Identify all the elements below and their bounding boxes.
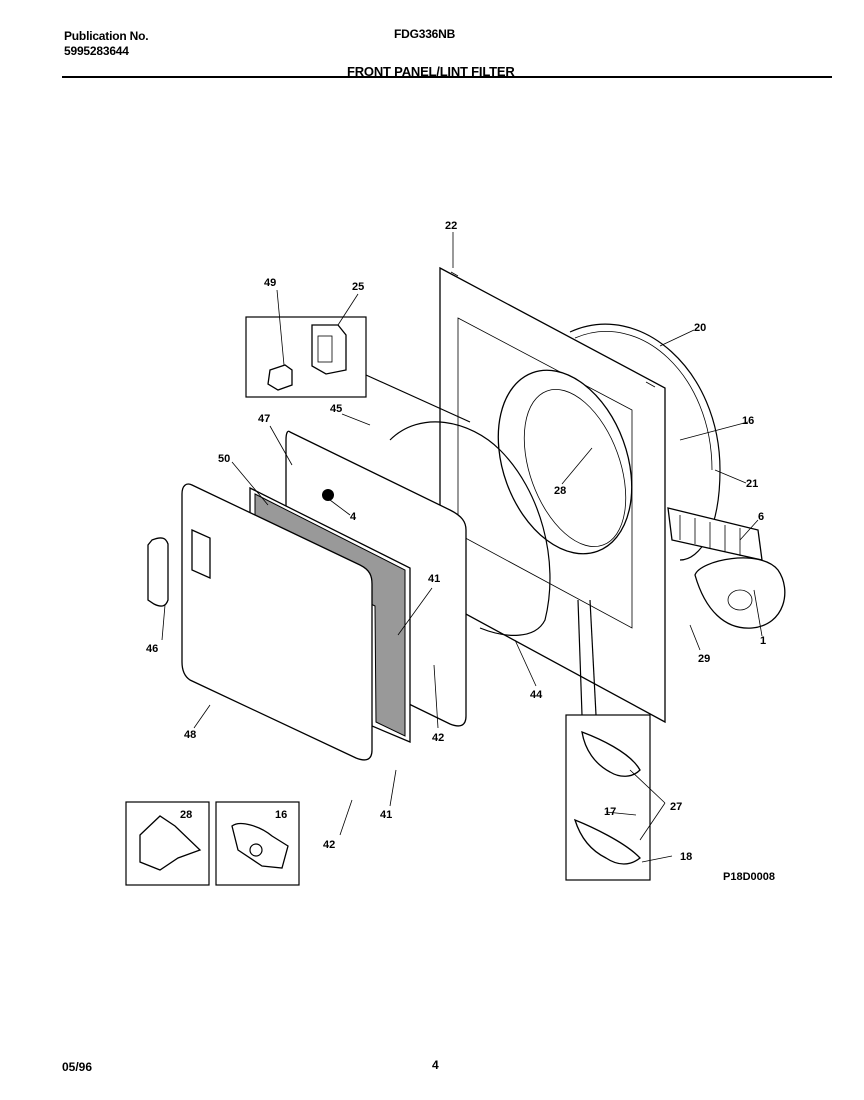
section-title: FRONT PANEL/LINT FILTER — [347, 64, 515, 79]
clip-28-inset — [125, 801, 210, 886]
part-label: 47 — [258, 413, 270, 425]
clip-16-inset — [215, 801, 300, 886]
door-switch-inset — [245, 316, 471, 423]
header-rule — [62, 76, 832, 78]
publication-number: 5995283644 — [64, 44, 129, 58]
part-label: 6 — [758, 511, 764, 523]
part-label: 49 — [264, 277, 276, 289]
lint-duct-part — [667, 507, 786, 629]
publication-label: Publication No. — [64, 29, 149, 43]
part-label: 21 — [746, 478, 758, 490]
model-number: FDG336NB — [394, 27, 456, 41]
part-label: 25 — [352, 281, 364, 293]
part-label: 48 — [184, 729, 196, 741]
part-label: 45 — [330, 403, 342, 415]
part-label: 42 — [432, 732, 444, 744]
part-label: 4 — [350, 511, 357, 523]
door-catch-inset — [565, 599, 651, 881]
door-handle-part — [147, 528, 211, 607]
footer-date: 05/96 — [62, 1060, 93, 1074]
part-label: 17 — [604, 806, 616, 818]
part-label: 46 — [146, 643, 158, 655]
part-label: 16 — [742, 415, 754, 427]
part-label: 1 — [760, 635, 766, 647]
part-label: 42 — [323, 839, 335, 851]
part-label: 41 — [380, 809, 392, 821]
part-label: 16 — [275, 809, 287, 821]
part-label: 29 — [698, 653, 710, 665]
part-label: 44 — [530, 689, 543, 701]
part-label: 28 — [554, 485, 566, 497]
part-label: 50 — [218, 453, 230, 465]
page-number: 4 — [432, 1058, 439, 1072]
part-label: 27 — [670, 801, 682, 813]
part-label: 20 — [694, 322, 706, 334]
part-label: 22 — [445, 220, 457, 232]
part-label: 41 — [428, 573, 440, 585]
leader-lines — [161, 232, 763, 863]
part-label: 28 — [180, 809, 192, 821]
outer-door-part — [181, 483, 373, 761]
drawing-code: P18D0008 — [723, 871, 775, 883]
part-label: 18 — [680, 851, 692, 863]
front-panel-part — [439, 266, 666, 724]
door-seal-part — [389, 421, 551, 636]
part-labels: 22 49 25 20 45 47 16 50 4 28 21 6 41 46 … — [146, 220, 775, 883]
